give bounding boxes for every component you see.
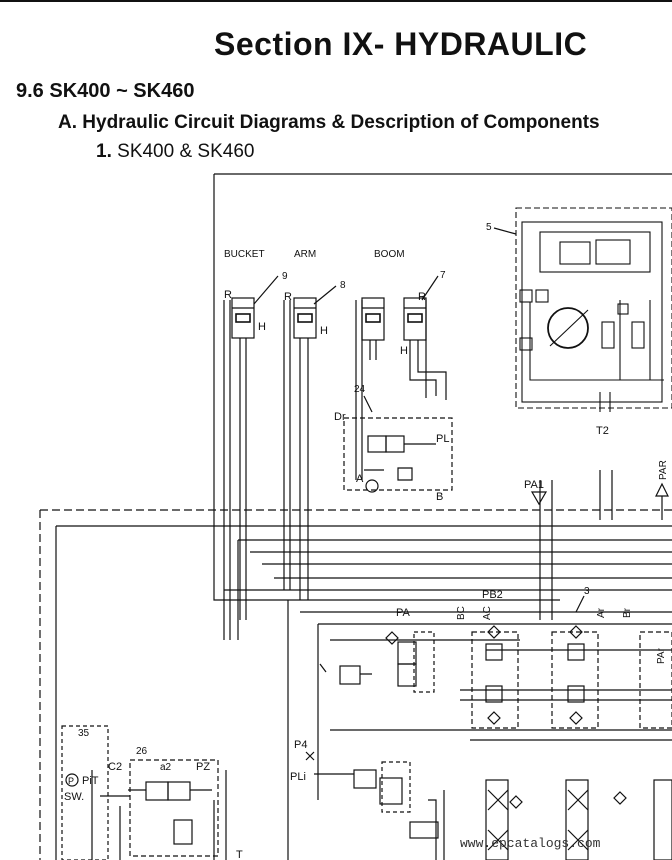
label-24: 24 [354, 384, 366, 395]
item-number: 1. [96, 141, 112, 162]
label-t2: T2 [596, 425, 609, 437]
label-3: 3 [584, 586, 590, 597]
label-8: 8 [340, 280, 346, 291]
label-pit: PiT [82, 775, 99, 787]
label-br: Br [622, 607, 633, 618]
label-7: 7 [440, 270, 446, 281]
label-pz: PZ [196, 761, 210, 773]
pump-unit [515, 207, 672, 412]
label-26: 26 [136, 746, 148, 757]
subsection-title: 9.6 SK400 ~ SK460 [16, 80, 195, 102]
label-c2: C2 [108, 761, 122, 773]
pa-valve [319, 631, 435, 693]
label-pa: PA [396, 607, 411, 619]
label-5: 5 [486, 222, 492, 233]
item-text: SK400 & SK460 [117, 141, 255, 162]
label-35: 35 [78, 728, 90, 739]
label-pb2: PB2 [482, 589, 503, 601]
label-bucket: BUCKET [224, 249, 265, 260]
label-h1: H [258, 321, 266, 333]
header-rule [0, 0, 672, 2]
label-9: 9 [282, 271, 288, 282]
heading: A. Hydraulic Circuit Diagrams & Descript… [58, 112, 600, 133]
label-a: A [356, 473, 364, 485]
label-dr: Dr [334, 411, 346, 423]
label-pl2: PLi [290, 771, 306, 783]
label-boom: BOOM [374, 249, 405, 260]
item-line: 1. SK400 & SK460 [96, 141, 254, 163]
label-h2: H [320, 325, 328, 337]
bus-lines [39, 509, 672, 860]
label-r2: R [284, 291, 292, 303]
label-p: P [68, 776, 74, 786]
lower-spools [485, 779, 672, 860]
label-b: B [436, 491, 443, 503]
label-r3: R [418, 291, 426, 303]
label-pl: PL [436, 433, 449, 445]
label-bc: BC [456, 606, 467, 620]
label-a2: a2 [160, 762, 172, 773]
pressure-switch-icon [65, 773, 79, 787]
pa1-port-icon [530, 491, 548, 506]
left-block [61, 725, 109, 860]
label-p4: P4 [294, 739, 307, 751]
label-ac: AC [482, 606, 493, 620]
arm-cylinder [293, 285, 337, 339]
bucket-cylinder [231, 275, 279, 339]
pilot-valve [314, 761, 445, 860]
label-r1: R [224, 289, 232, 301]
label-sw: SW. [64, 791, 84, 803]
label-t: T [236, 849, 243, 860]
main-lines [55, 470, 672, 860]
valve-26 [128, 759, 219, 857]
watermark: www.epcatalogs.com [460, 836, 601, 851]
label-ar: Ar [596, 607, 607, 618]
label-par: PAR [658, 460, 669, 480]
label-arm: ARM [294, 249, 316, 260]
valve-24 [343, 417, 453, 493]
label-h3: H [400, 345, 408, 357]
label-par2: PAr [656, 647, 667, 664]
label-pa1: PA1 [524, 479, 544, 491]
cylinder-lines [223, 300, 447, 640]
control-valve-block [471, 625, 672, 729]
section-title: Section IX- HYDRAULIC [214, 26, 588, 62]
